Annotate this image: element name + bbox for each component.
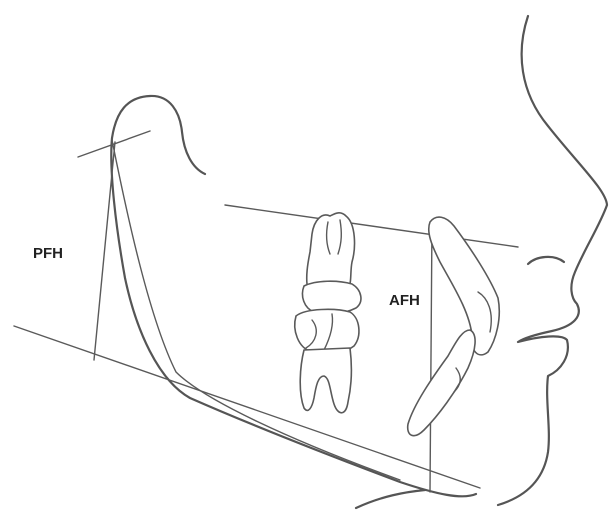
nostril-curve [528, 257, 564, 264]
afh-label: AFH [389, 292, 420, 309]
neck-line [356, 490, 425, 508]
lower-incisor [408, 330, 475, 436]
lower-molar-roots [300, 348, 351, 413]
palatal-plane-line [225, 205, 518, 247]
mandibular-plane-line [14, 326, 480, 488]
mandible-outline [111, 96, 476, 496]
pfh-measurement-line [94, 142, 115, 360]
soft-tissue-profile [498, 16, 607, 505]
pfh-label: PFH [33, 245, 63, 262]
afh-measurement-line [430, 220, 432, 492]
mandible-inner-line [112, 140, 400, 480]
